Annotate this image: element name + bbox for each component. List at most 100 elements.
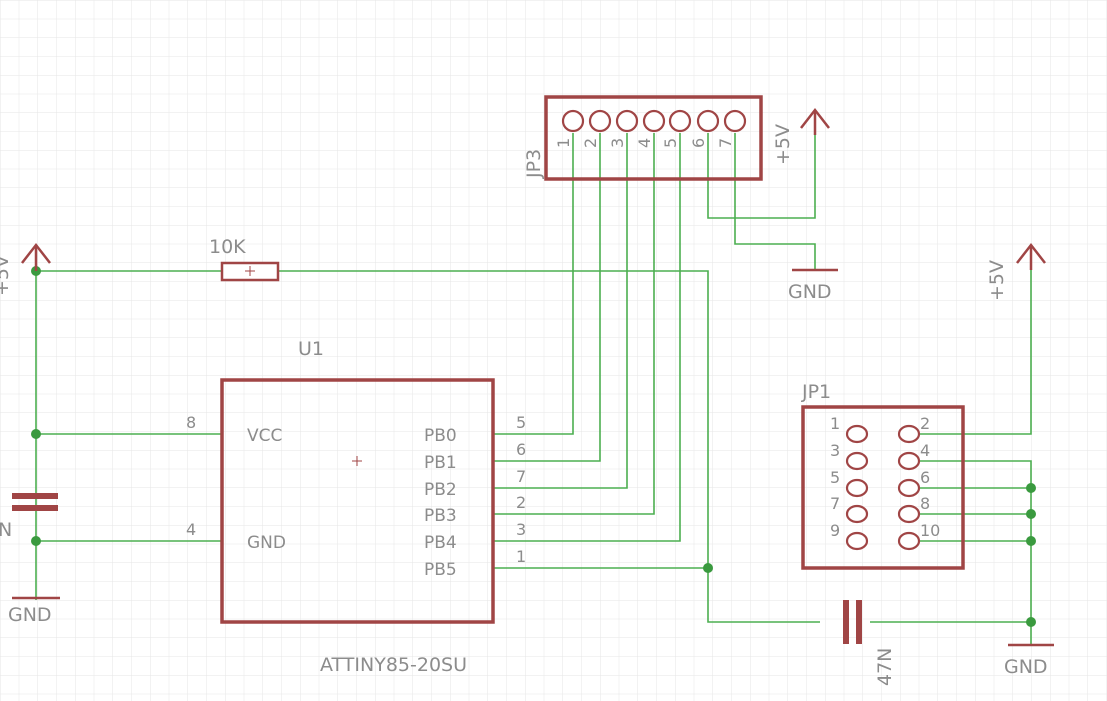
jp3-pad[interactable] [668, 109, 692, 133]
u1-pin-label-pb2: PB2 [424, 480, 457, 500]
jp1-pad[interactable] [845, 504, 869, 524]
wire-pb2-jp3-3[interactable] [493, 133, 628, 489]
u1-pin-label-pb0: PB0 [424, 426, 457, 446]
u1-pin-number-pb1: 6 [516, 440, 526, 459]
jp1-pad[interactable] [845, 451, 869, 471]
jp1-pad[interactable] [897, 531, 921, 551]
jp1-pin-number: 1 [830, 414, 840, 433]
jp3-name: JP3 [523, 149, 545, 179]
jp1-connector[interactable]: JP1 1 3 5 7 9 2 4 6 8 10 [801, 381, 965, 570]
u1-pin-label-pb1: PB1 [424, 453, 457, 473]
u1-value: ATTINY85-20SU [320, 654, 467, 676]
jp1-pad[interactable] [897, 451, 921, 471]
u1-pin-number-pb2: 7 [516, 467, 526, 486]
capacitor-left[interactable]: N [0, 493, 58, 541]
jp1-pin-number: 5 [830, 468, 840, 487]
power-symbols [12, 107, 1054, 647]
wire-pb0-jp3-1[interactable] [493, 133, 574, 435]
jp3-pin-number: 1 [554, 138, 573, 148]
wire-reset-net[interactable] [278, 270, 820, 623]
capacitor-plate [856, 600, 862, 644]
capacitor-plate [12, 493, 58, 499]
vcc-right-arrow-icon [1016, 242, 1046, 264]
wire-pb4-jp3-5[interactable] [493, 133, 681, 542]
jp3-pin-number: 7 [716, 138, 735, 148]
u1-pin-label-pb4: PB4 [424, 533, 457, 553]
u1-pin-label-pb5: PB5 [424, 560, 457, 580]
capacitor-47n[interactable]: 47N [843, 600, 896, 686]
capacitor-left-value: N [0, 519, 12, 541]
wire-jp1-2-vcc[interactable] [909, 258, 1032, 435]
vcc-left-arrow-icon [21, 242, 51, 264]
jp1-pad[interactable] [845, 531, 869, 551]
gnd-jp3-label: GND [788, 281, 832, 303]
u1-pin-label-gnd: GND [247, 533, 286, 553]
u1-pin-number-pb5: 1 [516, 547, 526, 566]
wire-jp1-ground-rail[interactable] [909, 460, 1032, 645]
capacitor-47n-value: 47N [874, 648, 896, 686]
junction-dot [703, 563, 713, 573]
jp1-pad[interactable] [897, 478, 921, 498]
u1-pin-label-vcc: VCC [247, 426, 282, 446]
jp1-pin-number: 8 [920, 494, 930, 513]
vcc-right-label: +5V [986, 260, 1008, 301]
jp1-name: JP1 [801, 381, 831, 403]
vcc-top-label: +5V [772, 124, 794, 165]
jp3-pad[interactable] [615, 109, 639, 133]
jp3-pin-number: 3 [608, 138, 627, 148]
junction-dot [31, 429, 41, 439]
capacitor-plate [843, 600, 849, 644]
junction-dot [1026, 617, 1036, 627]
u1-pin-number-pb3: 2 [516, 493, 526, 512]
jp3-pad[interactable] [588, 109, 612, 133]
jp1-pad[interactable] [897, 504, 921, 524]
junction-dot [1026, 536, 1036, 546]
jp1-pad[interactable] [845, 424, 869, 444]
jp3-pad[interactable] [723, 109, 747, 133]
jp1-pin-number: 9 [830, 521, 840, 540]
jp1-pin-number: 7 [830, 494, 840, 513]
jp3-body[interactable] [544, 95, 763, 181]
jp3-pad[interactable] [696, 109, 720, 133]
u1-pin-label-pb3: PB3 [424, 506, 457, 526]
jp3-pad[interactable] [561, 109, 585, 133]
jp3-pin-number: 5 [661, 138, 680, 148]
wires [35, 130, 1032, 645]
jp3-pad[interactable] [642, 109, 666, 133]
gnd-right-label: GND [1004, 656, 1048, 678]
vcc-top-arrow-icon [800, 107, 830, 129]
wire-jp3-7-gnd[interactable] [734, 133, 816, 270]
jp3-connector[interactable]: 1 2 3 4 5 6 7 JP3 [523, 95, 763, 181]
jp3-pin-number: 4 [635, 138, 654, 148]
u1-pin-number-vcc: 8 [186, 413, 196, 432]
jp1-pin-number: 3 [830, 441, 840, 460]
wire-jp3-6-vcc[interactable] [707, 130, 816, 219]
junction-dot [31, 536, 41, 546]
u1-chip[interactable]: U1 ATTINY85-20SU VCC 8 GND 4 PB0 5 PB1 6… [186, 338, 526, 676]
junctions [31, 266, 1036, 627]
u1-name: U1 [298, 338, 324, 360]
jp1-pin-number: 6 [920, 468, 930, 487]
jp1-pad[interactable] [845, 478, 869, 498]
junction-dot [1026, 509, 1036, 519]
gnd-left-label: GND [8, 604, 52, 626]
jp1-pad[interactable] [897, 424, 921, 444]
jp1-body[interactable] [801, 405, 965, 570]
vcc-left-label: +5V [0, 255, 13, 296]
jp1-pin-number: 10 [920, 521, 940, 540]
resistor-10k[interactable]: 10K [209, 236, 280, 282]
jp1-pin-number: 4 [920, 441, 930, 460]
jp1-pin-number: 2 [920, 414, 930, 433]
wire-pb3-jp3-4[interactable] [493, 133, 655, 515]
u1-pin-number-pb0: 5 [516, 413, 526, 432]
u1-pin-number-gnd: 4 [186, 520, 196, 539]
u1-body[interactable] [220, 378, 495, 624]
capacitor-plate [12, 505, 58, 511]
jp3-pin-number: 2 [581, 138, 600, 148]
jp3-pin-number: 6 [689, 138, 708, 148]
u1-pin-number-pb4: 3 [516, 520, 526, 539]
resistor-value: 10K [209, 236, 246, 258]
wire-pb1-jp3-2[interactable] [493, 133, 601, 462]
